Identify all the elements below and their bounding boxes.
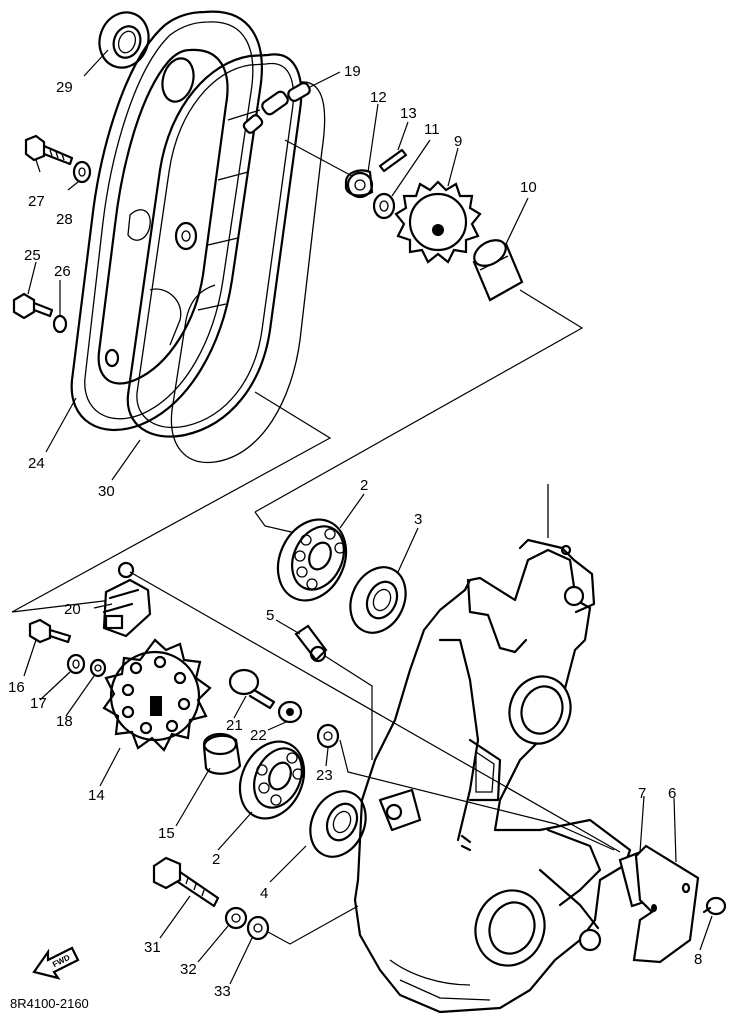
bearing-2-lower (238, 740, 306, 820)
callout-8: 8 (694, 951, 702, 968)
callout-24: 24 (28, 455, 45, 472)
bolt-8 (702, 896, 727, 916)
washer-18 (89, 658, 107, 678)
oil-seal-3 (349, 566, 407, 634)
washer-22 (277, 700, 303, 724)
callout-18: 18 (56, 713, 73, 730)
fitting-5 (294, 624, 328, 663)
callout-32: 32 (180, 961, 197, 978)
lock-washer-17 (66, 653, 86, 675)
bolt-21 (228, 668, 276, 710)
callout-6: 6 (668, 785, 676, 802)
callout-19: 19 (344, 63, 361, 80)
callout-3: 3 (414, 511, 422, 528)
washer-26 (52, 314, 68, 334)
callout-7: 7 (638, 785, 646, 802)
callout-20: 20 (64, 601, 81, 618)
callout-31: 31 (144, 939, 161, 956)
collar-12 (344, 169, 374, 199)
lock-washer-32 (224, 906, 248, 930)
callout-29: 29 (56, 79, 73, 96)
callout-26: 26 (54, 263, 71, 280)
oil-seal-29 (98, 11, 150, 69)
callout-23: 23 (316, 767, 333, 784)
callout-33: 33 (214, 983, 231, 1000)
bolt-31 (152, 856, 220, 908)
callout-27: 27 (28, 193, 45, 210)
chain-case-housing (353, 484, 632, 1014)
callout-13: 13 (400, 105, 417, 122)
washer-28 (72, 160, 92, 184)
plate-6 (632, 844, 700, 964)
callout-12: 12 (370, 89, 387, 106)
callout-2a: 2 (360, 477, 368, 494)
tensioner-20 (102, 561, 152, 638)
chain-cover-plate (97, 48, 229, 385)
bolt-16 (28, 618, 72, 644)
callout-4: 4 (260, 885, 268, 902)
bolt-25 (12, 292, 54, 320)
spacer-10 (472, 239, 524, 302)
callout-21: 21 (226, 717, 243, 734)
bearing-2-upper (276, 518, 348, 602)
gasket-outline (170, 81, 326, 464)
washer-33 (246, 915, 270, 941)
callout-leaders (23, 49, 713, 985)
fwd-arrow-icon: FWD (32, 946, 80, 980)
callout-22: 22 (250, 727, 267, 744)
callout-15: 15 (158, 825, 175, 842)
callout-10: 10 (520, 179, 537, 196)
callout-5: 5 (266, 607, 274, 624)
connection-lines-upper (11, 139, 584, 613)
callout-17: 17 (30, 695, 47, 712)
chain-case-cover-group (70, 10, 326, 464)
pin-13 (378, 148, 408, 173)
callout-2b: 2 (212, 851, 220, 868)
collar-15 (202, 732, 242, 775)
callout-11: 11 (424, 121, 440, 138)
callout-labels: 29 19 12 13 11 9 10 27 28 25 26 24 30 2 … (8, 63, 702, 1000)
washer-23 (316, 723, 340, 749)
callout-25: 25 (24, 247, 41, 264)
gasket-24 (70, 10, 263, 431)
callout-28: 28 (56, 211, 73, 228)
callout-14: 14 (88, 787, 105, 804)
diagram-code: 8R4100-2160 (10, 996, 89, 1011)
callout-16: 16 (8, 679, 25, 696)
master-link-19 (242, 82, 311, 134)
bolt-27 (24, 134, 74, 166)
callout-9: 9 (454, 133, 462, 150)
sprocket-14 (102, 638, 212, 752)
sprocket-9 (394, 180, 482, 264)
callout-30: 30 (98, 483, 115, 500)
oil-seal-4 (309, 790, 367, 858)
washer-11 (372, 192, 396, 220)
